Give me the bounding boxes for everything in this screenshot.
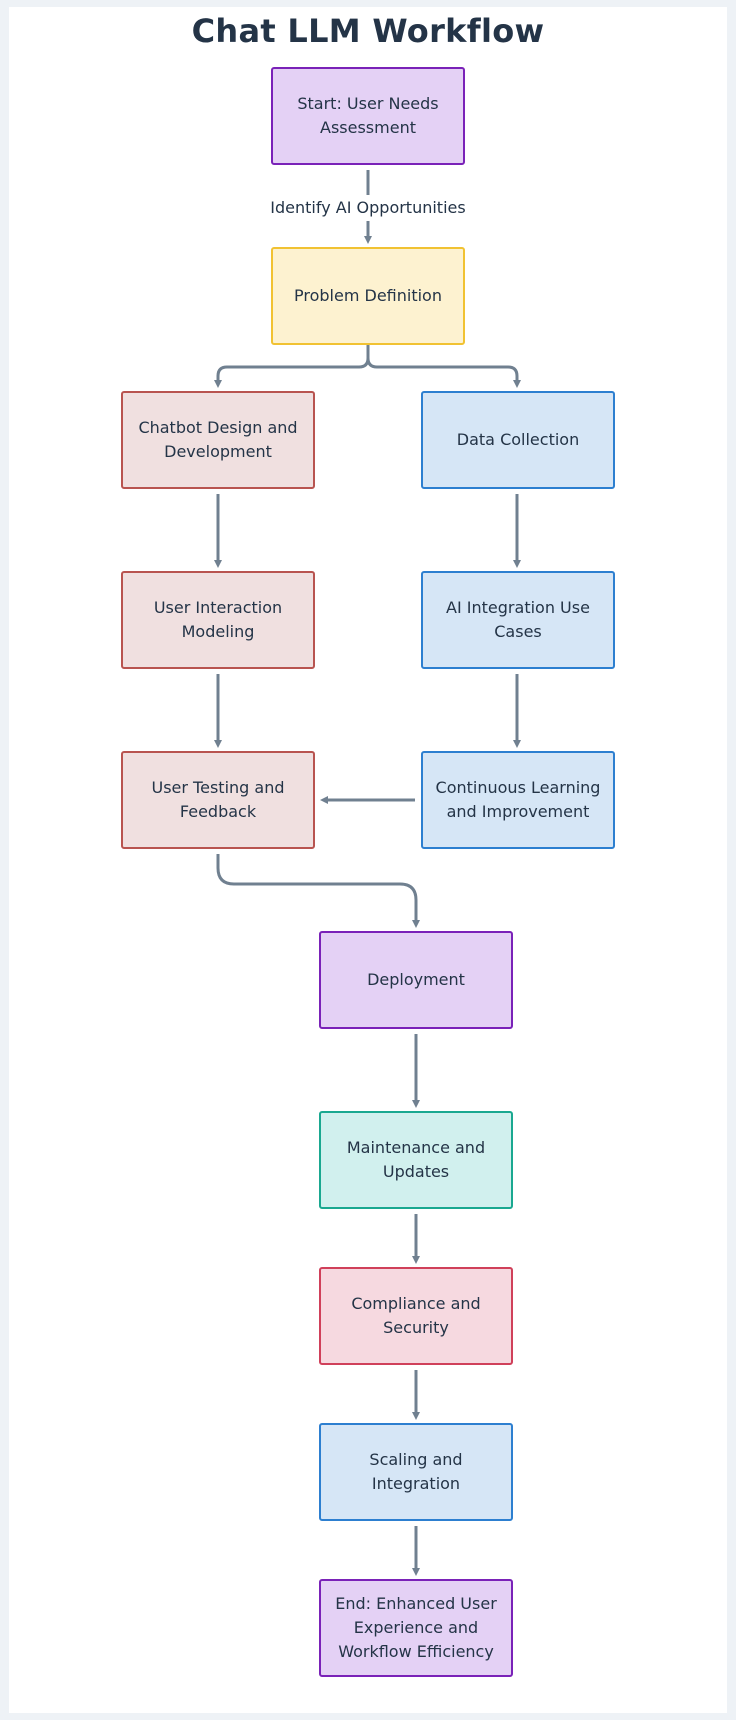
- node-problem-definition-label: Problem Definition: [294, 286, 442, 305]
- node-scaling-integration[interactable]: Scaling and Integration: [319, 1423, 513, 1521]
- node-compliance-security[interactable]: Compliance and Security: [319, 1267, 513, 1365]
- node-data-collection-label: Data Collection: [456, 430, 580, 449]
- node-ai-integration-use-cases[interactable]: AI Integration Use Cases: [421, 571, 615, 669]
- node-ai-integration-use-cases-label: AI Integration Use Cases: [446, 598, 590, 641]
- node-user-testing-feedback[interactable]: User Testing and Feedback: [121, 751, 315, 849]
- node-scaling-integration-label: Scaling and Integration: [369, 1450, 463, 1493]
- diagram-title: Chat LLM Workflow: [191, 12, 545, 50]
- edge-testing-to-deployment: [216, 854, 420, 928]
- node-user-interaction-modeling[interactable]: User Interaction Modeling: [121, 571, 315, 669]
- node-end[interactable]: End: Enhanced User Experience and Workfl…: [319, 1579, 513, 1677]
- node-chatbot-design-label: Chatbot Design and Development: [138, 418, 298, 461]
- node-end-label: End: Enhanced User Experience and Workfl…: [335, 1594, 497, 1661]
- edge-label-identify-ai-opportunities: Identify AI Opportunities: [268, 195, 468, 221]
- edge-problem-to-data: [366, 345, 521, 388]
- node-start-label: Start: User Needs Assessment: [297, 94, 439, 137]
- node-data-collection[interactable]: Data Collection: [421, 391, 615, 489]
- node-user-interaction-modeling-label: User Interaction Modeling: [153, 598, 283, 641]
- node-start[interactable]: Start: User Needs Assessment: [271, 67, 465, 165]
- node-continuous-learning-label: Continuous Learning and Improvement: [435, 778, 601, 821]
- node-deployment-label: Deployment: [367, 970, 465, 989]
- node-maintenance-updates-label: Maintenance and Updates: [346, 1138, 486, 1181]
- node-chatbot-design[interactable]: Chatbot Design and Development: [121, 391, 315, 489]
- edge-problem-to-chatbot: [214, 345, 370, 388]
- node-problem-definition[interactable]: Problem Definition: [271, 247, 465, 345]
- node-deployment[interactable]: Deployment: [319, 931, 513, 1029]
- node-continuous-learning[interactable]: Continuous Learning and Improvement: [421, 751, 615, 849]
- node-compliance-security-label: Compliance and Security: [351, 1294, 481, 1337]
- node-user-testing-feedback-label: User Testing and Feedback: [151, 778, 285, 821]
- node-maintenance-updates[interactable]: Maintenance and Updates: [319, 1111, 513, 1209]
